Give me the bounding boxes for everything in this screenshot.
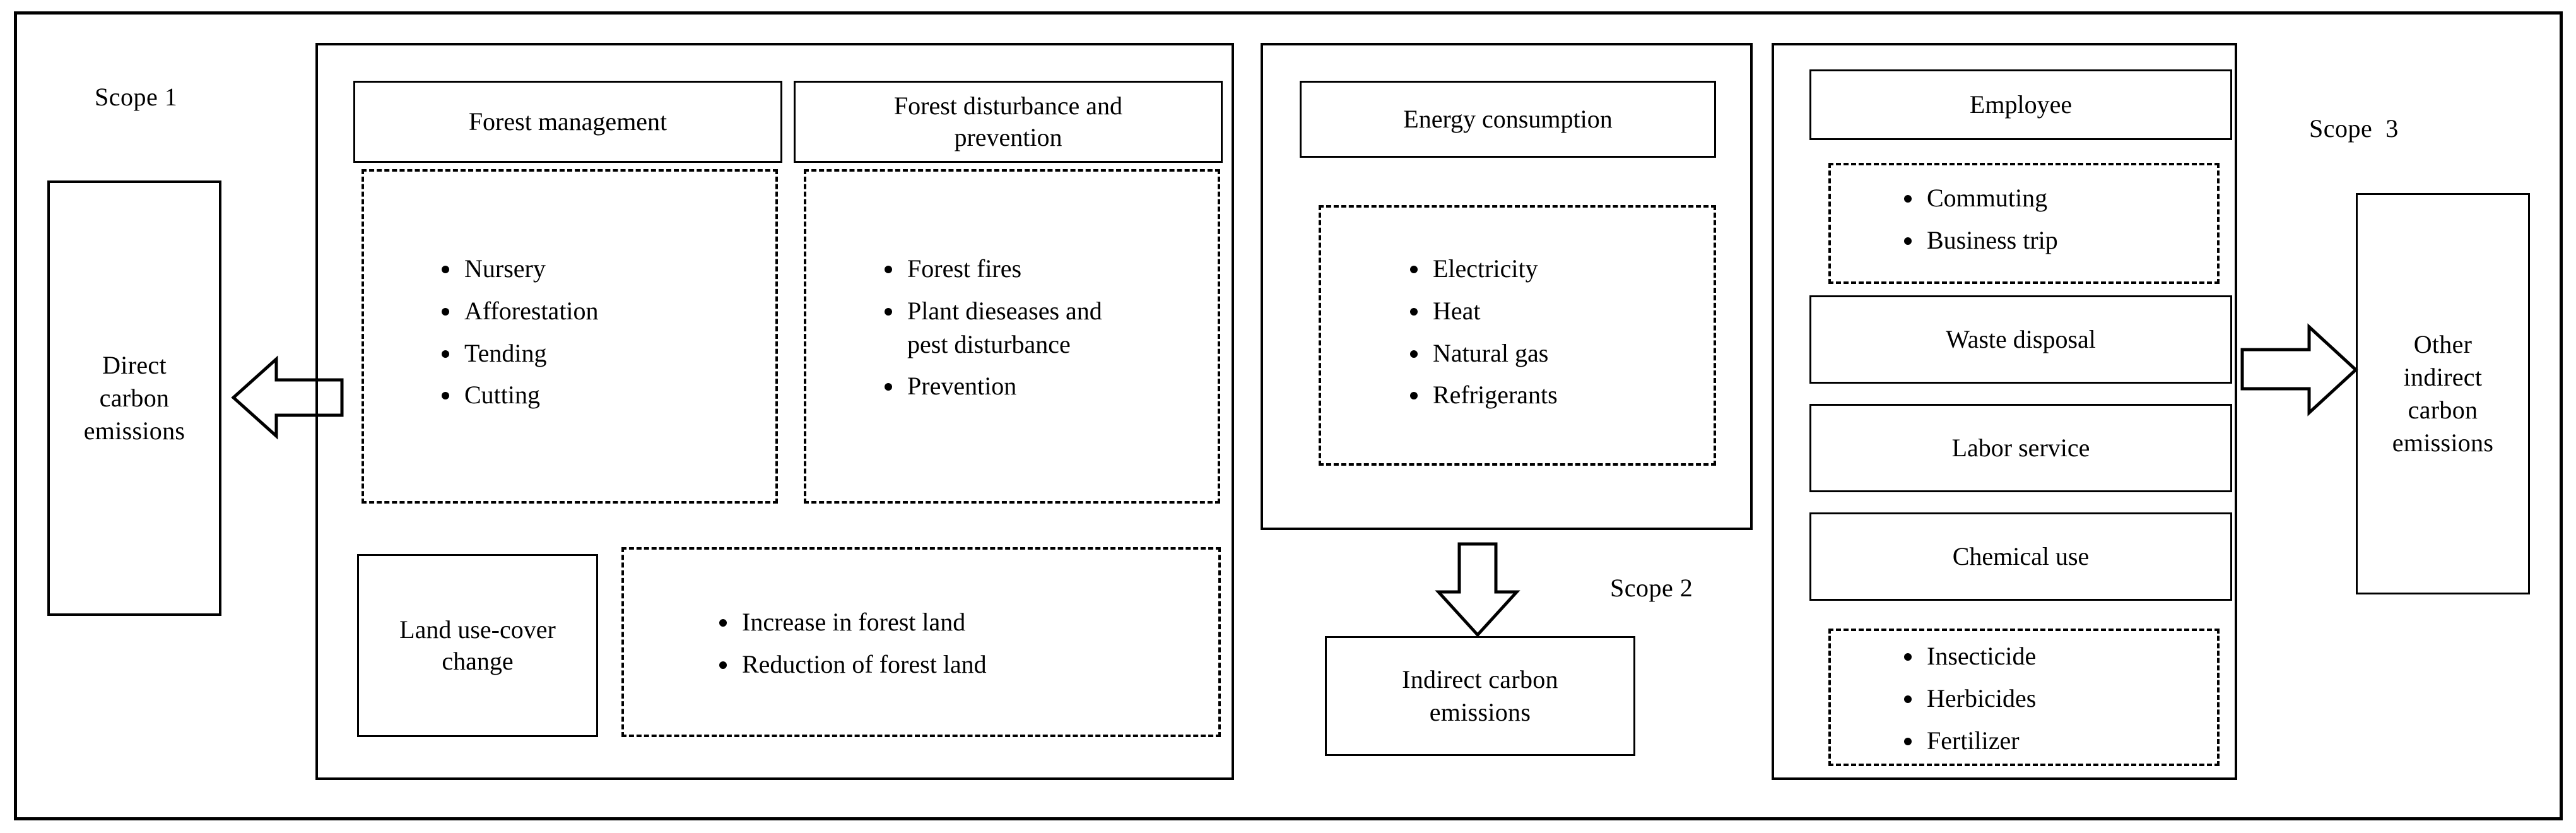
scope-3-container	[1772, 43, 2237, 780]
scope3-right-arrow	[2240, 323, 2358, 416]
list-item-label: Commuting	[1927, 184, 2048, 212]
forest-disturbance-header-text: Forest disturbance and prevention	[893, 92, 1123, 151]
list-item-label: Herbicides	[1927, 683, 2037, 712]
forest-management-items-box	[362, 169, 778, 504]
scope1-left-arrow	[231, 355, 344, 440]
scope-1-container	[315, 43, 1234, 780]
labor-service-box: Labor service	[1809, 404, 2232, 492]
land-use-cover-item-list: Increase in forest land Reduction of for…	[713, 606, 987, 682]
list-item: Natural gas	[1404, 337, 1558, 370]
list-item-label: Tending	[464, 338, 547, 367]
other-indirect-carbon-emissions-text: Other indirect carbon emissions	[2392, 330, 2494, 457]
list-item-label: Reduction of forest land	[742, 649, 987, 678]
list-item-label: Plant dieseases and pest disturbance	[907, 296, 1102, 358]
list-item: Nursery	[435, 252, 599, 286]
list-item-label: Natural gas	[1433, 338, 1549, 367]
list-item: Prevention	[878, 370, 1206, 403]
land-use-cover-change-text: Land use-cover change	[399, 615, 556, 675]
forest-management-header-box: Forest management	[353, 81, 782, 163]
energy-consumption-header-box: Energy consumption	[1300, 81, 1716, 158]
scope-2-container	[1261, 43, 1753, 530]
list-item: Heat	[1404, 295, 1558, 328]
list-item: Commuting	[1898, 182, 2058, 215]
list-item-label: Forest fires	[907, 254, 1022, 283]
scope-1-label: Scope 1	[95, 83, 178, 111]
diagram-outer-frame	[14, 11, 2563, 820]
list-item: Plant dieseases and pest disturbance	[878, 295, 1206, 362]
list-item: Afforestation	[435, 295, 599, 328]
energy-consumption-item-list: Electricity Heat Natural gas Refrigerant…	[1404, 252, 1558, 412]
list-item: Cutting	[435, 379, 599, 412]
list-item-label: Nursery	[464, 254, 546, 283]
chemical-use-item-list: Insecticide Herbicides Fertilizer	[1898, 640, 2036, 757]
forest-disturbance-header-box: Forest disturbance and prevention	[794, 81, 1223, 163]
list-item-label: Fertilizer	[1927, 726, 2020, 755]
list-item-label: Refrigerants	[1433, 381, 1558, 410]
forest-management-header-text: Forest management	[468, 107, 668, 136]
other-indirect-carbon-emissions-box: Other indirect carbon emissions	[2356, 193, 2530, 594]
land-use-cover-items-box	[621, 547, 1221, 737]
direct-carbon-emissions-box: Direct carbon emissions	[47, 180, 221, 616]
list-item-label: Insecticide	[1927, 642, 2037, 670]
direct-carbon-emissions-text: Direct carbon emissions	[83, 351, 185, 445]
waste-disposal-box: Waste disposal	[1809, 295, 2232, 384]
list-item: Tending	[435, 337, 599, 370]
indirect-carbon-emissions-box: Indirect carbon emissions	[1325, 636, 1635, 756]
list-item: Forest fires	[878, 252, 1206, 286]
chemical-use-box: Chemical use	[1809, 512, 2232, 601]
list-item-label: Business trip	[1927, 225, 2058, 254]
list-item-label: Heat	[1433, 296, 1481, 325]
list-item: Business trip	[1898, 224, 2058, 257]
energy-consumption-items-box	[1319, 205, 1716, 466]
list-item-label: Prevention	[907, 372, 1017, 401]
forest-disturbance-item-list: Forest fires Plant dieseases and pest di…	[878, 252, 1206, 403]
land-use-cover-change-box: Land use-cover change	[357, 554, 598, 737]
list-item-label: Increase in forest land	[742, 608, 966, 636]
chemical-use-items-box	[1828, 629, 2220, 766]
list-item-label: Electricity	[1433, 254, 1538, 283]
list-item: Increase in forest land	[713, 606, 987, 639]
indirect-carbon-emissions-text: Indirect carbon emissions	[1402, 665, 1558, 726]
scope-2-label: Scope 2	[1610, 574, 1693, 602]
list-item: Fertilizer	[1898, 724, 2036, 758]
forest-management-item-list: Nursery Afforestation Tending Cutting	[435, 252, 599, 412]
scope2-down-arrow	[1435, 542, 1520, 637]
list-item: Herbicides	[1898, 682, 2036, 716]
waste-disposal-text: Waste disposal	[1946, 325, 2096, 353]
labor-service-text: Labor service	[1951, 434, 2090, 462]
list-item: Insecticide	[1898, 640, 2036, 673]
employee-header-box: Employee	[1809, 69, 2232, 140]
forest-disturbance-items-box	[804, 169, 1220, 504]
list-item-label: Afforestation	[464, 296, 599, 325]
employee-header-text: Employee	[1969, 90, 2073, 119]
energy-consumption-header-text: Energy consumption	[1403, 105, 1613, 133]
scope-3-label: Scope 3	[2309, 114, 2399, 143]
list-item-label: Cutting	[464, 381, 541, 410]
employee-items-box	[1828, 163, 2220, 284]
list-item: Refrigerants	[1404, 379, 1558, 412]
list-item: Reduction of forest land	[713, 648, 987, 682]
chemical-use-text: Chemical use	[1952, 542, 2090, 570]
employee-item-list: Commuting Business trip	[1898, 182, 2058, 257]
list-item: Electricity	[1404, 252, 1558, 286]
